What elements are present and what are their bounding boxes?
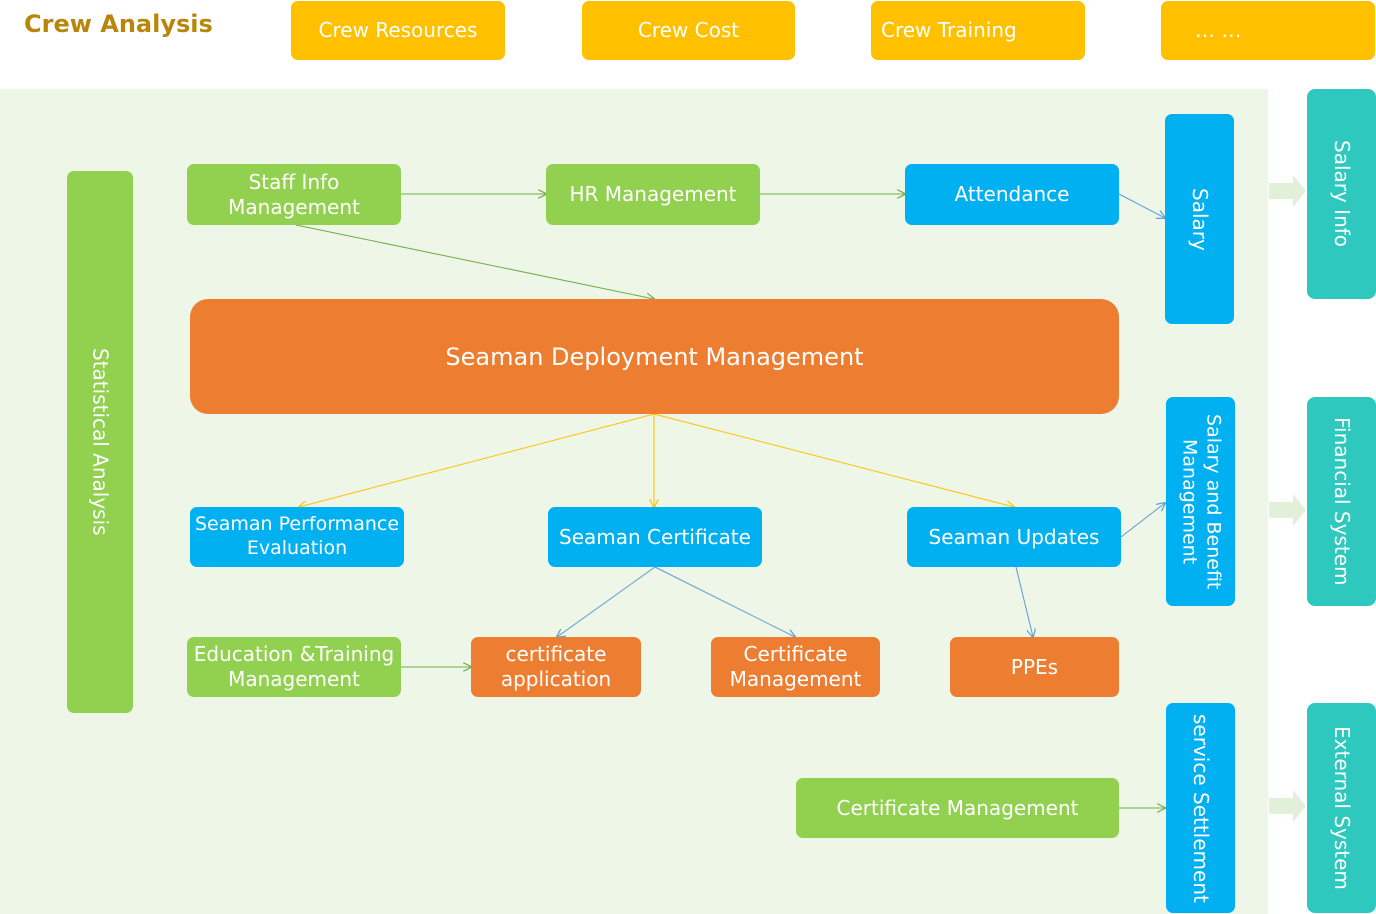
staff-info-management[interactable]: Staff Info Management xyxy=(187,164,401,225)
tab-more[interactable]: … … xyxy=(1161,1,1375,60)
seaman-certificate[interactable]: Seaman Certificate xyxy=(548,507,762,567)
salary-and-benefit-management[interactable]: Salary and Benefit Management xyxy=(1166,397,1235,606)
external-system[interactable]: External System xyxy=(1307,703,1376,913)
tab-crew-training[interactable]: Crew Training xyxy=(871,1,1085,60)
ppes[interactable]: PPEs xyxy=(950,637,1119,697)
service-settlement[interactable]: service Settlement xyxy=(1166,703,1235,913)
financial-system[interactable]: Financial System xyxy=(1307,397,1376,606)
diagram-panel xyxy=(0,89,1268,914)
tab-crew-cost[interactable]: Crew Cost xyxy=(582,1,795,60)
certificate-management-settlement[interactable]: Certificate Management xyxy=(796,778,1119,838)
hr-management[interactable]: HR Management xyxy=(546,164,760,225)
statistical-analysis[interactable]: Statistical Analysis xyxy=(67,171,133,713)
salary[interactable]: Salary xyxy=(1165,114,1234,324)
seaman-updates[interactable]: Seaman Updates xyxy=(907,507,1121,567)
certificate-application[interactable]: certificate application xyxy=(471,637,641,697)
tab-crew-resources[interactable]: Crew Resources xyxy=(291,1,505,60)
education-training-management[interactable]: Education &Training Management xyxy=(187,637,401,697)
attendance[interactable]: Attendance xyxy=(905,164,1119,225)
page-title: Crew Analysis xyxy=(24,10,213,38)
salary-info-system[interactable]: Salary Info xyxy=(1307,89,1376,299)
seaman-deployment-management[interactable]: Seaman Deployment Management xyxy=(190,299,1119,414)
seaman-performance-evaluation[interactable]: Seaman Performance Evaluation xyxy=(190,507,404,567)
certificate-management[interactable]: Certificate Management xyxy=(711,637,880,697)
